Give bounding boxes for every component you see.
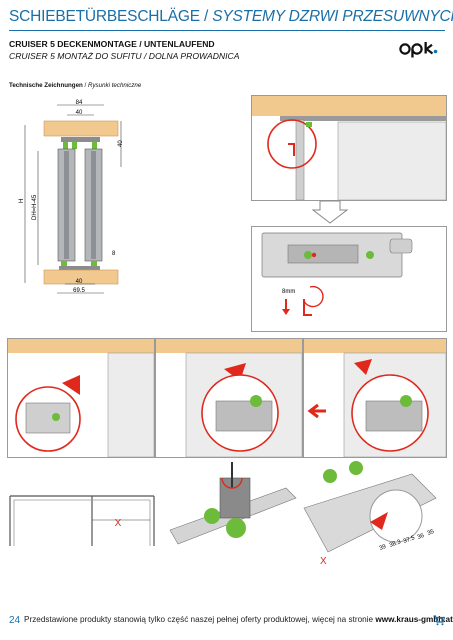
adjust-screw — [304, 251, 312, 259]
page-title: SCHIEBETÜRBESCHLÄGE / SYSTEMY DZRWI PRZE… — [9, 8, 453, 26]
scale-v1: 39 — [379, 544, 388, 552]
step-3-drawing — [304, 339, 446, 457]
bottom-roller-right — [91, 261, 97, 267]
dim-left-h: H — [19, 199, 25, 203]
shopping-cart-icon[interactable] — [433, 615, 445, 626]
bottom-roller-left — [61, 261, 67, 267]
ceiling-track-detail — [280, 116, 446, 121]
dimension-x-marker: X — [115, 518, 122, 529]
door-panel-detail — [337, 121, 446, 200]
ceiling-step-3 — [304, 339, 446, 353]
top-track — [61, 137, 100, 142]
green-wheel-3 — [400, 395, 412, 407]
adjustment-scale-drawing: 39 38.3 37.5 36 35 X — [303, 461, 437, 567]
track-profile-drawing: X — [9, 495, 155, 546]
allen-key-icon — [303, 299, 312, 316]
detail-panel-fitting: 8mm — [251, 226, 447, 332]
tool-label: 8mm — [282, 289, 295, 295]
red-arrow-icon — [62, 375, 80, 395]
wheel-large-2 — [226, 518, 246, 538]
rotate-arrow-icon — [303, 285, 324, 308]
fitting-zoom-1 — [25, 402, 71, 434]
scale-wheel-2 — [349, 461, 363, 475]
scale-x-marker: X — [320, 556, 327, 567]
detail-panel-ceiling — [251, 95, 447, 201]
section-label: Technische Zeichnungen / Rysunki technic… — [9, 82, 141, 89]
green-wheel-1 — [52, 413, 60, 421]
door-frame-detail — [295, 119, 305, 200]
title-translation: SYSTEMY DZRWI PRZESUWNYCH — [212, 8, 453, 25]
roller-detail — [306, 122, 312, 127]
step-panel-3 — [303, 338, 447, 458]
title-separator: / — [199, 8, 213, 25]
dim-top-inner: 40 — [76, 110, 83, 116]
step-2-drawing — [156, 339, 302, 457]
footer-sentence: Przedstawione produkty stanowią tylko cz… — [24, 615, 376, 624]
fitting-adjustment-drawing — [169, 462, 297, 545]
scale-v3: 37.5 — [403, 535, 417, 545]
scale-v5: 35 — [427, 529, 436, 537]
door-panel-right-shade — [91, 151, 96, 259]
door-step-1 — [107, 352, 154, 457]
subtitle-polish: CRUISER 5 MONTAŻ DO SUFITU / DOLNA PROWA… — [9, 51, 240, 61]
top-roller-left — [63, 142, 68, 149]
dim-top-outer: 84 — [76, 100, 83, 106]
step-panel-1 — [7, 338, 155, 458]
dim-right: 40 — [118, 140, 124, 147]
ceiling-step-2 — [156, 339, 302, 353]
scale-v2: 38.3 — [389, 539, 403, 549]
step-1-drawing — [8, 339, 154, 457]
bottom-track — [59, 266, 100, 270]
rotate-arrow-icon-2 — [221, 477, 243, 489]
page-number: 24 — [9, 615, 21, 626]
step-panel-2 — [155, 338, 303, 458]
dim-right-small: 8 — [112, 251, 116, 257]
ceiling-step-1 — [8, 339, 154, 353]
highlight-circle — [267, 119, 317, 169]
top-roller-right — [92, 142, 97, 149]
footer-text: Przedstawione produkty stanowią tylko cz… — [24, 615, 453, 624]
green-wheel-2 — [250, 395, 262, 407]
screw-marker — [311, 252, 317, 258]
fitting-body — [287, 244, 359, 264]
roller-small — [366, 251, 374, 259]
title-main: SCHIEBETÜRBESCHLÄGE — [9, 8, 200, 25]
left-arrow-icon — [307, 403, 326, 419]
dim-bottom-outer: 69.5 — [73, 288, 85, 294]
down-arrow-icon — [312, 200, 348, 224]
dim-left-dh: DH=H-45 — [32, 194, 38, 220]
section-label-de: Technische Zeichnungen — [9, 82, 83, 89]
detail-fitting-drawing: 8mm — [261, 232, 413, 316]
scale-zoom-circle — [369, 489, 423, 543]
dim-bottom-inner: 40 — [76, 279, 83, 285]
door-panel-left-shade — [64, 151, 69, 259]
wheel-large-1 — [204, 508, 220, 524]
subtitle-german: CRUISER 5 DECKENMONTAGE / UNTENLAUFEND — [9, 39, 215, 49]
scale-v4: 36 — [417, 533, 426, 541]
section-label-separator: / — [82, 82, 88, 89]
technical-drawing: 84 40 40 H DH=H-45 8 40 69.5 — [19, 100, 124, 294]
section-label-pl: Rysunki techniczne — [87, 82, 142, 89]
ceiling-board — [43, 120, 119, 137]
header-divider — [9, 30, 445, 31]
fitting-zoom-2 — [215, 400, 273, 432]
detail-ceiling-drawing — [252, 96, 446, 200]
ceiling-board-detail — [252, 96, 446, 116]
end-cap — [389, 238, 413, 254]
fitting-zoom-3 — [365, 400, 423, 432]
scale-red-arrow — [370, 512, 388, 530]
scale-wheel-1 — [323, 469, 337, 483]
opk-logo — [399, 42, 438, 58]
red-arrow-icon-3 — [354, 359, 372, 375]
top-roller-mid — [72, 142, 77, 149]
footer-link[interactable]: www.kraus-gmbh.at — [375, 615, 453, 624]
